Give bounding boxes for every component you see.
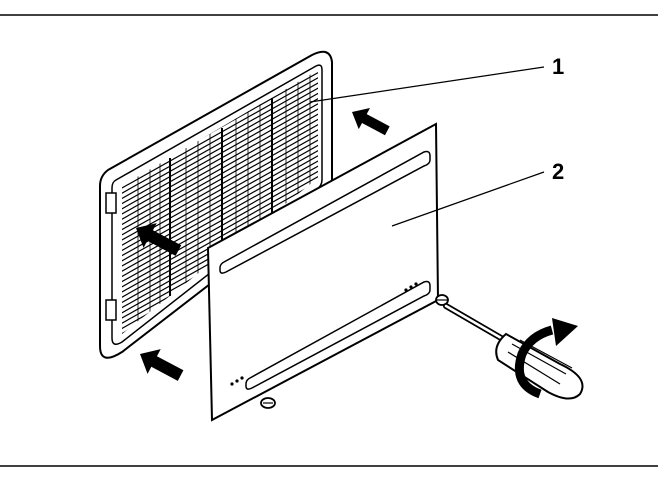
rotate-arrow-icon — [514, 318, 578, 399]
grille-slat — [122, 153, 318, 273]
grille-slat — [122, 116, 318, 236]
grille-slat — [122, 106, 318, 226]
grille-slat — [122, 142, 318, 262]
grille-slat — [122, 95, 318, 215]
grille-slat — [122, 75, 318, 195]
grille-slat — [122, 121, 318, 241]
cover-slot — [219, 150, 431, 274]
grille-slat — [122, 85, 318, 205]
grille-slat — [122, 90, 318, 210]
callout-leader-1 — [309, 66, 545, 103]
callout-number-1: 1 — [552, 54, 564, 79]
screw-icon — [435, 294, 449, 306]
grille-slat — [122, 158, 318, 278]
grille-slat — [122, 101, 318, 221]
grille-slat — [122, 111, 318, 231]
push-arrow-icon — [136, 223, 182, 256]
callout-number-2: 2 — [552, 159, 564, 184]
callout-leader-2 — [391, 171, 545, 227]
screw-icon — [260, 397, 276, 409]
grille-clip-top — [105, 192, 117, 214]
cover-slot — [245, 280, 431, 390]
push-arrow-icon — [140, 349, 184, 381]
grille-slat — [122, 168, 318, 288]
grille-clip-bottom — [105, 299, 117, 321]
grille-slat — [122, 179, 318, 299]
grille-slat — [122, 147, 318, 267]
screw-holes — [230, 282, 418, 386]
grille-slat — [122, 173, 318, 293]
grille-slat — [122, 163, 318, 283]
push-arrow-icon — [352, 107, 390, 136]
grille-slat — [122, 80, 318, 200]
screwdriver-icon — [443, 303, 584, 400]
